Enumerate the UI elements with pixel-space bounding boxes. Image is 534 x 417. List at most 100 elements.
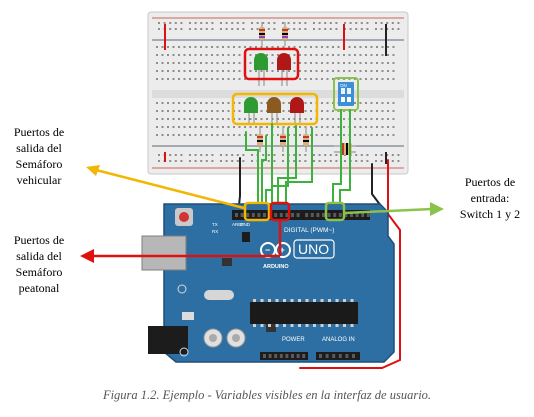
arduino-board: DIGITAL (PWM~) AREF GND TX RX − + ARDUIN… (141, 203, 395, 363)
hole (299, 54, 301, 56)
hole (365, 46, 367, 48)
hole (355, 160, 358, 162)
hole (189, 160, 191, 162)
hole (156, 134, 158, 136)
hole (315, 78, 318, 80)
hole (354, 70, 356, 72)
hole (194, 54, 197, 56)
hole (231, 154, 234, 156)
hole (227, 70, 230, 72)
hole (282, 160, 284, 162)
hole (257, 213, 261, 217)
hole (316, 213, 320, 217)
hole (260, 46, 263, 48)
hole (194, 78, 197, 80)
hole (310, 118, 312, 120)
hole (263, 213, 266, 217)
hole (329, 28, 332, 30)
hole (304, 62, 307, 64)
hole (266, 134, 268, 136)
hole (392, 134, 395, 136)
hole (220, 28, 222, 30)
hole (376, 102, 378, 104)
hole (386, 154, 389, 156)
hole (321, 126, 323, 128)
peatonal-label-line-3: Semáforo (15, 265, 63, 279)
hole (326, 54, 329, 56)
led-green (254, 53, 268, 86)
hole (231, 160, 234, 162)
hole (304, 154, 307, 156)
hole (216, 134, 219, 136)
hole (156, 46, 158, 48)
hole (183, 62, 186, 64)
hole (238, 70, 241, 72)
hole (161, 126, 164, 128)
hole (392, 102, 395, 104)
hole (315, 126, 318, 128)
hole (167, 46, 169, 48)
hole (337, 118, 340, 120)
hole (350, 213, 353, 217)
hole (354, 102, 356, 104)
hole (167, 102, 169, 104)
hole (194, 154, 197, 156)
hole (391, 22, 394, 24)
hole (178, 78, 180, 80)
hole (285, 354, 289, 358)
hole (293, 62, 296, 64)
hole (387, 102, 389, 104)
hole (172, 78, 175, 80)
hole (387, 46, 389, 48)
hole (359, 134, 362, 136)
hole (266, 118, 268, 120)
hole (380, 22, 383, 24)
hole (161, 70, 164, 72)
hole (325, 354, 329, 358)
hole (315, 70, 318, 72)
hole (392, 78, 395, 80)
hole (365, 78, 367, 80)
hole (183, 110, 186, 112)
hole (266, 46, 268, 48)
hole (313, 160, 315, 162)
hole (189, 70, 191, 72)
hole (361, 213, 365, 217)
hole (220, 22, 222, 24)
hole (227, 46, 230, 48)
hole (315, 46, 318, 48)
hole (293, 22, 296, 24)
hole (183, 70, 186, 72)
hole (376, 70, 378, 72)
hole (167, 134, 169, 136)
resistor (303, 126, 309, 152)
hole (158, 28, 160, 30)
hole (387, 62, 389, 64)
hole (267, 160, 270, 162)
hole (288, 102, 290, 104)
hole (233, 126, 235, 128)
led-red (290, 97, 304, 124)
hole (370, 78, 373, 80)
hole (296, 354, 300, 358)
hole (381, 102, 384, 104)
hole (266, 126, 268, 128)
hole (211, 46, 213, 48)
hole (343, 54, 345, 56)
hole (167, 62, 169, 64)
hole (291, 354, 294, 358)
hole (392, 118, 395, 120)
hole (277, 118, 279, 120)
hole (161, 134, 164, 136)
hole (322, 213, 325, 217)
hole (169, 22, 172, 24)
hole (315, 54, 318, 56)
hole (161, 102, 164, 104)
hole (344, 213, 348, 217)
hole (305, 324, 309, 327)
resistor (257, 126, 263, 152)
hole (365, 118, 367, 120)
hole (275, 324, 279, 327)
hole (267, 154, 270, 156)
hole (370, 110, 373, 112)
